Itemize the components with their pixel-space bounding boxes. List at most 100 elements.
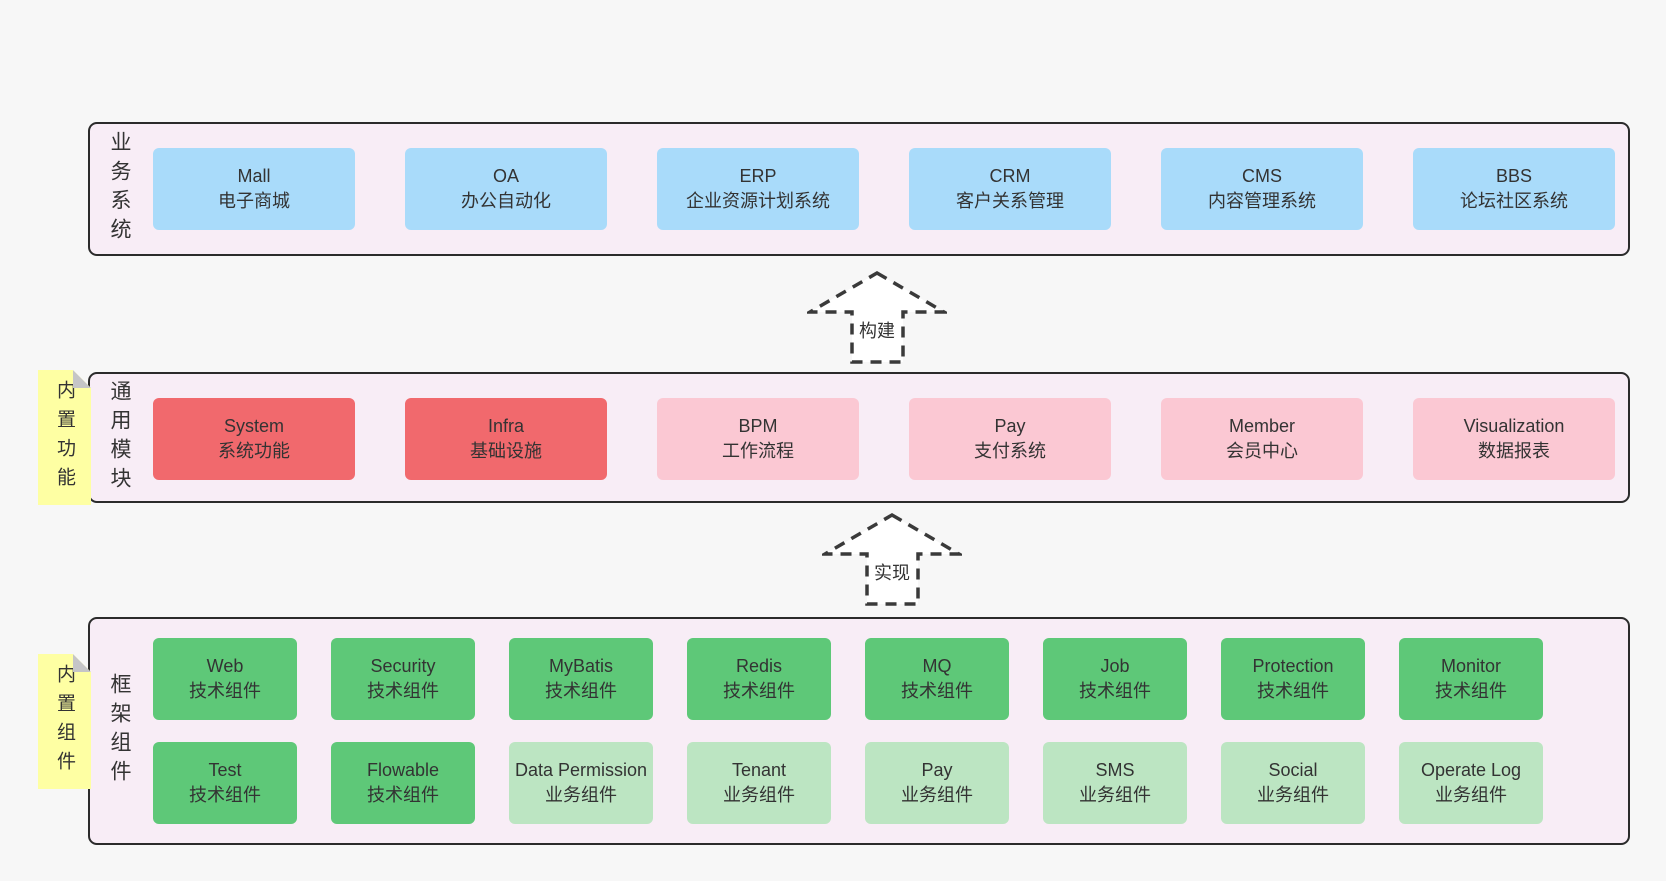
business-panel-side-label: 业务系统 xyxy=(108,131,131,247)
components-panel-side-label: 框架组件 xyxy=(108,673,131,789)
box-title: Tenant xyxy=(731,760,787,780)
box-subtitle: 技术组件 xyxy=(901,681,973,701)
box-subtitle: 论坛社区系统 xyxy=(1460,191,1568,211)
box-title: Visualization xyxy=(1463,416,1565,436)
box-title: SMS xyxy=(1095,760,1135,780)
modules-panel-side-label: 通用模块 xyxy=(108,379,131,496)
box-mybatis: MyBatis 技术组件 xyxy=(509,638,653,720)
box-subtitle: 技术组件 xyxy=(189,785,261,805)
box-pay-component: Pay 业务组件 xyxy=(865,742,1009,824)
box-title: BPM xyxy=(738,416,778,436)
box-title: BBS xyxy=(1495,166,1533,186)
box-infra: Infra 基础设施 xyxy=(405,398,607,480)
box-crm: CRM 客户关系管理 xyxy=(909,148,1111,230)
build-arrow: 构建 xyxy=(807,270,947,365)
box-bpm: BPM 工作流程 xyxy=(657,398,859,480)
box-title: Infra xyxy=(487,416,525,436)
build-arrow-label: 构建 xyxy=(859,321,895,341)
box-title: Member xyxy=(1228,416,1295,436)
box-subtitle: 业务组件 xyxy=(545,785,617,805)
box-subtitle: 客户关系管理 xyxy=(956,191,1064,211)
box-subtitle: 业务组件 xyxy=(1257,785,1329,805)
box-member: Member 会员中心 xyxy=(1161,398,1363,480)
box-subtitle: 办公自动化 xyxy=(461,191,551,211)
box-mall: Mall 电子商城 xyxy=(153,148,355,230)
box-subtitle: 工作流程 xyxy=(722,441,794,461)
box-subtitle: 电子商城 xyxy=(218,191,290,211)
components-row-1: Web 技术组件 Security 技术组件 MyBatis 技术组件 Redi… xyxy=(153,638,1543,720)
box-subtitle: 技术组件 xyxy=(545,681,617,701)
box-subtitle: 内容管理系统 xyxy=(1208,191,1316,211)
box-system: System 系统功能 xyxy=(153,398,355,480)
box-title: Redis xyxy=(735,656,783,676)
box-title: Operate Log xyxy=(1420,760,1522,780)
sticky-note-builtin-features: 内置功能 xyxy=(38,370,91,505)
dashed-up-arrow-icon xyxy=(807,270,947,364)
box-subtitle: 技术组件 xyxy=(189,681,261,701)
implement-arrow-label: 实现 xyxy=(874,563,910,583)
box-title: ERP xyxy=(739,166,777,186)
note-label: 内置组件 xyxy=(54,663,75,780)
box-pay-system: Pay 支付系统 xyxy=(909,398,1111,480)
box-subtitle: 支付系统 xyxy=(974,441,1046,461)
box-security: Security 技术组件 xyxy=(331,638,475,720)
box-subtitle: 业务组件 xyxy=(901,785,973,805)
box-title: OA xyxy=(492,166,519,186)
sticky-note-builtin-components: 内置组件 xyxy=(38,654,91,789)
box-mq: MQ 技术组件 xyxy=(865,638,1009,720)
box-title: Job xyxy=(1100,656,1130,676)
box-tenant: Tenant 业务组件 xyxy=(687,742,831,824)
box-visualization: Visualization 数据报表 xyxy=(1413,398,1615,480)
box-subtitle: 技术组件 xyxy=(1435,681,1507,701)
business-boxes-row: Mall 电子商城 OA 办公自动化 ERP 企业资源计划系统 CRM 客户关系… xyxy=(153,148,1615,230)
box-title: Pay xyxy=(994,416,1026,436)
box-title: Pay xyxy=(921,760,953,780)
box-monitor: Monitor 技术组件 xyxy=(1399,638,1543,720)
framework-components-panel: 框架组件 Web 技术组件 Security 技术组件 MyBatis 技术组件… xyxy=(88,617,1630,845)
box-bbs: BBS 论坛社区系统 xyxy=(1413,148,1615,230)
box-cms: CMS 内容管理系统 xyxy=(1161,148,1363,230)
dashed-up-arrow-icon xyxy=(822,512,962,606)
box-title: Flowable xyxy=(366,760,440,780)
box-subtitle: 技术组件 xyxy=(1079,681,1151,701)
box-title: Mall xyxy=(237,166,271,186)
box-title: Test xyxy=(208,760,242,780)
box-oa: OA 办公自动化 xyxy=(405,148,607,230)
box-subtitle: 技术组件 xyxy=(1257,681,1329,701)
box-title: Security xyxy=(370,656,436,676)
box-social: Social 业务组件 xyxy=(1221,742,1365,824)
box-operate-log: Operate Log 业务组件 xyxy=(1399,742,1543,824)
box-title: System xyxy=(223,416,284,436)
box-title: Web xyxy=(206,656,244,676)
box-title: CMS xyxy=(1242,166,1282,186)
box-subtitle: 系统功能 xyxy=(218,441,290,461)
box-job: Job 技术组件 xyxy=(1043,638,1187,720)
box-subtitle: 会员中心 xyxy=(1226,441,1298,461)
box-protection: Protection 技术组件 xyxy=(1221,638,1365,720)
box-title: Social xyxy=(1268,760,1318,780)
box-flowable: Flowable 技术组件 xyxy=(331,742,475,824)
box-erp: ERP 企业资源计划系统 xyxy=(657,148,859,230)
box-subtitle: 企业资源计划系统 xyxy=(686,191,830,211)
box-test: Test 技术组件 xyxy=(153,742,297,824)
box-title: CRM xyxy=(989,166,1031,186)
box-web: Web 技术组件 xyxy=(153,638,297,720)
box-subtitle: 业务组件 xyxy=(1079,785,1151,805)
note-label: 内置功能 xyxy=(54,379,75,496)
box-subtitle: 数据报表 xyxy=(1478,441,1550,461)
business-systems-panel: 业务系统 Mall 电子商城 OA 办公自动化 ERP 企业资源计划系统 CRM… xyxy=(88,122,1630,256)
box-subtitle: 基础设施 xyxy=(470,441,542,461)
components-row-2: Test 技术组件 Flowable 技术组件 Data Permission … xyxy=(153,742,1543,824)
box-title: Monitor xyxy=(1440,656,1502,676)
box-redis: Redis 技术组件 xyxy=(687,638,831,720)
box-subtitle: 技术组件 xyxy=(367,681,439,701)
box-title: Protection xyxy=(1252,656,1334,676)
box-subtitle: 业务组件 xyxy=(1435,785,1507,805)
implement-arrow: 实现 xyxy=(822,512,962,607)
box-title: MyBatis xyxy=(548,656,613,676)
box-title: Data Permission xyxy=(514,760,648,780)
box-subtitle: 技术组件 xyxy=(367,785,439,805)
box-title: MQ xyxy=(922,656,952,676)
box-subtitle: 技术组件 xyxy=(723,681,795,701)
